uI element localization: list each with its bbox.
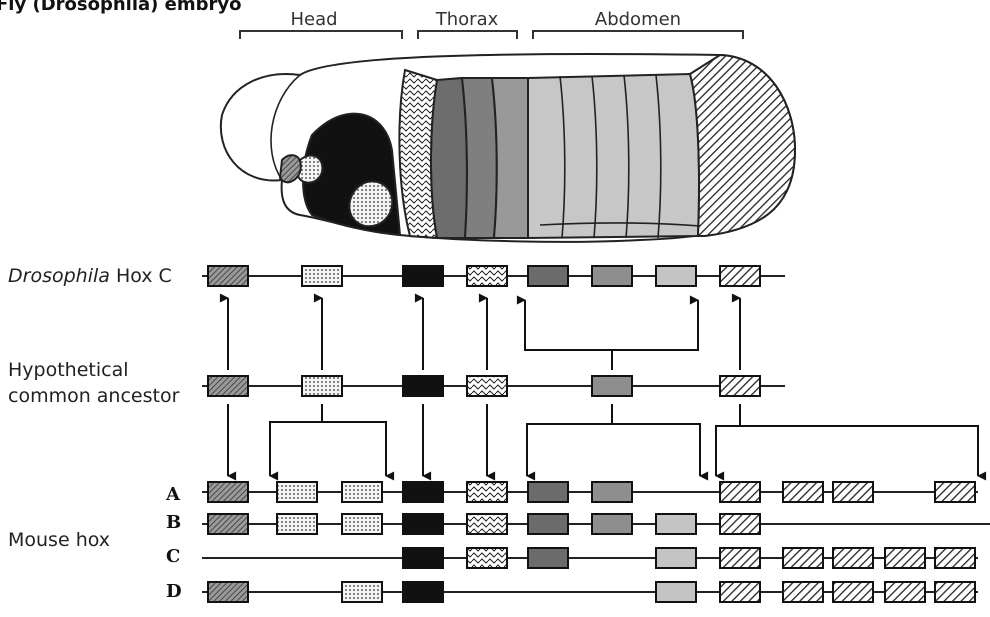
drosophila-gene-box [403,266,443,286]
mouse-a-gene-box [720,482,760,502]
abdomen-label: Abdomen [595,9,681,30]
mouse-b-gene-box [277,514,317,534]
mouse-a-gene-box [467,482,507,502]
mouse-d-gene-box [833,582,873,602]
mouse-c-gene-box [467,548,507,568]
gene-tracks [202,266,990,602]
drosophila-gene-box [592,266,632,286]
ancestor-gene-box [720,376,760,396]
mouse-c-gene-box [720,548,760,568]
mouse-hox-label: Mouse hox [8,529,110,551]
split-connector-top-right [612,300,698,350]
split-mouse-2b [322,422,386,476]
mouse-a-gene-box [833,482,873,502]
posterior-segment [690,55,795,236]
mouse-d-gene-box [656,582,696,602]
drosophila-track-label: Drosophila Hox C [8,265,172,287]
thorax-segment-2 [462,78,497,238]
mouse-a-gene-box [342,482,382,502]
mouse-a-gene-box [528,482,568,502]
region-brackets [240,31,743,39]
mouse-b-gene-box [208,514,248,534]
head-label: Head [290,9,337,30]
drosophila-gene-box [467,266,507,286]
title-text: Fly (Drosophila) embryo [0,0,241,15]
mouse-b-gene-box [720,514,760,534]
ancestor-gene-box [403,376,443,396]
mouse-a-gene-box [277,482,317,502]
mouse-b-gene-box [528,514,568,534]
mouse-d-gene-box [935,582,975,602]
drosophila-italic-text: Drosophila [8,265,110,287]
mouse-row-c-label: C [166,546,180,567]
drosophila-rest-text: Hox C [110,265,172,287]
drosophila-gene-box [656,266,696,286]
mouse-c-gene-box [833,548,873,568]
ancestor-gene-box [467,376,507,396]
mouse-d-gene-box [783,582,823,602]
thorax-bracket [418,31,517,39]
abdomen-segments [528,74,699,238]
mouse-c-gene-box [935,548,975,568]
figure-title: Fly (Drosophila) embryo [0,0,241,15]
mouse-b-gene-box [467,514,507,534]
abdomen-bracket [533,31,743,39]
ancestor-gene-box [592,376,632,396]
mouse-d-gene-box [208,582,248,602]
mouse-c-gene-box [656,548,696,568]
mouse-c-gene-box [403,548,443,568]
drosophila-gene-box [720,266,760,286]
wavy-region [399,70,437,238]
split-mouse-8b [740,426,978,476]
mouse-b-gene-box [592,514,632,534]
thorax-segment-1 [431,78,467,238]
mouse-b-gene-box [656,514,696,534]
dotted-region-1 [349,181,392,226]
mouse-d-gene-box [885,582,925,602]
mouse-b-gene-box [342,514,382,534]
mouse-d-gene-box [720,582,760,602]
head-bracket [240,31,402,39]
ancestor-gene-box [302,376,342,396]
ancestor-gene-box [208,376,248,396]
drosophila-gene-box [302,266,342,286]
arrows-bottom [228,404,978,476]
drosophila-gene-box [528,266,568,286]
split-mouse-2 [270,404,322,476]
split-connector-top [525,300,612,370]
ancestor-label-line1: Hypothetical [8,359,129,381]
arrows-top [228,298,740,370]
mouse-c-gene-box [783,548,823,568]
mouse-a-gene-box [783,482,823,502]
mouse-row-d-label: D [166,581,182,602]
dotted-region-2 [298,156,322,183]
mouse-a-gene-box [403,482,443,502]
drosophila-gene-box [208,266,248,286]
mouse-d-gene-box [403,582,443,602]
mouse-c-gene-box [528,548,568,568]
mouse-a-gene-box [592,482,632,502]
mouse-c-gene-box [885,548,925,568]
mouse-row-b-label: B [166,512,181,533]
split-mouse-8 [716,404,740,476]
mouse-row-a-label: A [165,484,181,505]
thorax-segment-3 [492,78,528,238]
thorax-label: Thorax [435,9,499,30]
embryo-illustration [221,54,795,242]
ancestor-label-line2: common ancestor [8,385,180,407]
mouse-b-gene-box [403,514,443,534]
mouse-a-gene-box [208,482,248,502]
split-mouse-5b [612,424,700,476]
mouse-d-gene-box [342,582,382,602]
mouse-a-gene-box [935,482,975,502]
split-mouse-5 [527,404,612,476]
